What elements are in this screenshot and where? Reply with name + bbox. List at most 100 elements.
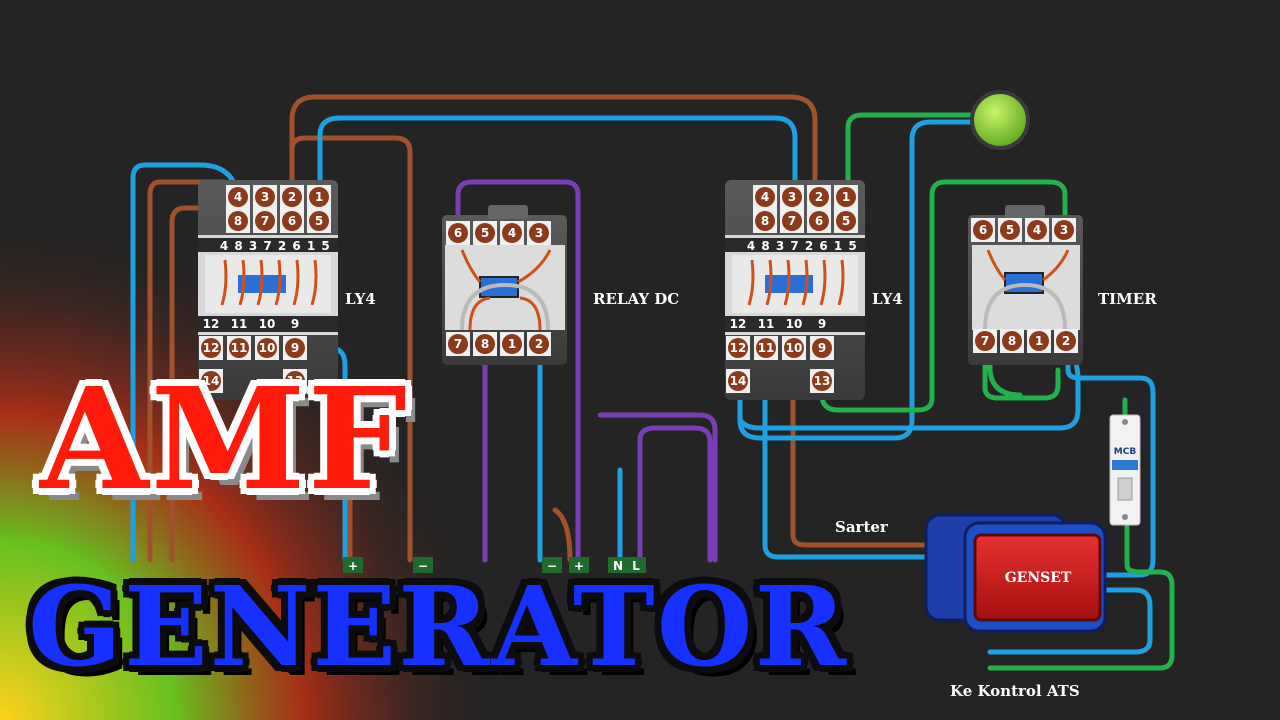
- pin-number: 2: [815, 190, 823, 204]
- contact-number: 8: [234, 239, 242, 253]
- pin-number: 6: [454, 226, 462, 240]
- terminal-pin: 12: [726, 336, 750, 360]
- contact-number: 12: [730, 317, 747, 331]
- wire-purple: [637, 425, 713, 563]
- pin-number: 8: [761, 214, 769, 228]
- generator-icon: GENSET: [924, 513, 1107, 633]
- wire-blue: [987, 587, 1153, 655]
- contact-number: 3: [776, 239, 784, 253]
- terminal-pin: 6: [807, 209, 831, 233]
- contact-number: 12: [203, 317, 220, 331]
- circuit-breaker-icon: MCB: [1109, 414, 1141, 526]
- pin-number: 4: [761, 190, 769, 204]
- pin-number: 2: [535, 337, 543, 351]
- wire-green: [982, 354, 1061, 401]
- terminal-pin: 7: [253, 209, 277, 233]
- pin-number: 6: [288, 214, 296, 228]
- terminal-label: +: [348, 559, 358, 573]
- contact-number: 4: [220, 239, 228, 253]
- terminal-pin: 3: [1052, 218, 1076, 242]
- terminal-pin: 3: [780, 185, 804, 209]
- pin-number: 11: [231, 341, 248, 355]
- terminal-pin: 2: [280, 185, 304, 209]
- pin-number: 14: [730, 374, 747, 388]
- terminal-block: +: [569, 557, 589, 573]
- pin-number: 1: [842, 190, 850, 204]
- terminal-pin: 10: [255, 336, 279, 360]
- pin-number: 4: [234, 190, 242, 204]
- terminal-pin: 9: [810, 336, 834, 360]
- wire-purple: [597, 412, 718, 563]
- pin-number: 6: [979, 223, 987, 237]
- pin-number: 9: [818, 341, 826, 355]
- terminal-pin: 7: [446, 332, 470, 356]
- wire-blue: [737, 119, 999, 441]
- pin-number: 1: [1035, 334, 1043, 348]
- terminal-pin: 10: [782, 336, 806, 360]
- terminal-pin: 11: [754, 336, 778, 360]
- pin-number: 12: [730, 341, 747, 355]
- terminal-pin: 1: [1027, 329, 1051, 353]
- pin-number: 9: [291, 341, 299, 355]
- pin-number: 4: [508, 226, 516, 240]
- mcb-label: MCB: [1114, 447, 1137, 457]
- pin-number: 2: [1062, 334, 1070, 348]
- title-amf: AMF: [40, 358, 409, 522]
- pin-number: 3: [261, 190, 269, 204]
- terminal-label: N: [613, 559, 623, 573]
- pin-number: 1: [315, 190, 323, 204]
- terminal-pin: 4: [753, 185, 777, 209]
- pin-number: 14: [203, 374, 220, 388]
- contact-number: 6: [819, 239, 827, 253]
- contact-number: 1: [307, 239, 315, 253]
- terminal-pin: 3: [527, 221, 551, 245]
- terminal-pin: 11: [227, 336, 251, 360]
- terminal-pin: 4: [500, 221, 524, 245]
- pin-number: 10: [786, 341, 803, 355]
- pin-number: 3: [788, 190, 796, 204]
- pin-number: 7: [261, 214, 269, 228]
- relay-2-label: LY4: [872, 290, 903, 308]
- terminal-pin: 14: [199, 369, 223, 393]
- terminal-pin: 8: [1000, 329, 1024, 353]
- terminal-block: −: [413, 557, 433, 573]
- terminal-label: +: [574, 559, 584, 573]
- terminal-label: −: [547, 559, 557, 573]
- pin-number: 7: [454, 337, 462, 351]
- sarter-label: Sarter: [835, 518, 888, 536]
- pin-number: 6: [815, 214, 823, 228]
- pin-number: 8: [1008, 334, 1016, 348]
- wire-brown: [289, 94, 818, 198]
- terminal-pin: 2: [527, 332, 551, 356]
- wire-green: [987, 519, 1175, 671]
- terminal-block: N: [608, 557, 628, 573]
- terminal-pin: 5: [834, 209, 858, 233]
- pin-number: 13: [287, 374, 304, 388]
- wire-blue: [317, 115, 798, 198]
- contact-number: 11: [758, 317, 775, 331]
- terminal-pin: 1: [834, 185, 858, 209]
- pin-number: 12: [203, 341, 220, 355]
- contact-number: 2: [805, 239, 813, 253]
- terminal-pin: 5: [473, 221, 497, 245]
- contact-number: 4: [747, 239, 755, 253]
- terminal-pin: 6: [971, 218, 995, 242]
- terminal-label: L: [632, 559, 640, 573]
- contact-number: 2: [278, 239, 286, 253]
- terminal-pin: 6: [446, 221, 470, 245]
- wire-brown: [790, 352, 933, 548]
- pin-number: 5: [842, 214, 850, 228]
- pin-number: 3: [535, 226, 543, 240]
- contact-number: 11: [231, 317, 248, 331]
- contact-number: 1: [834, 239, 842, 253]
- terminal-block: L: [626, 557, 646, 573]
- terminal-pin: 3: [253, 185, 277, 209]
- terminal-pin: 8: [226, 209, 250, 233]
- terminal-pin: 8: [473, 332, 497, 356]
- relay-dc-label: RELAY DC: [593, 290, 680, 308]
- pin-number: 13: [814, 374, 831, 388]
